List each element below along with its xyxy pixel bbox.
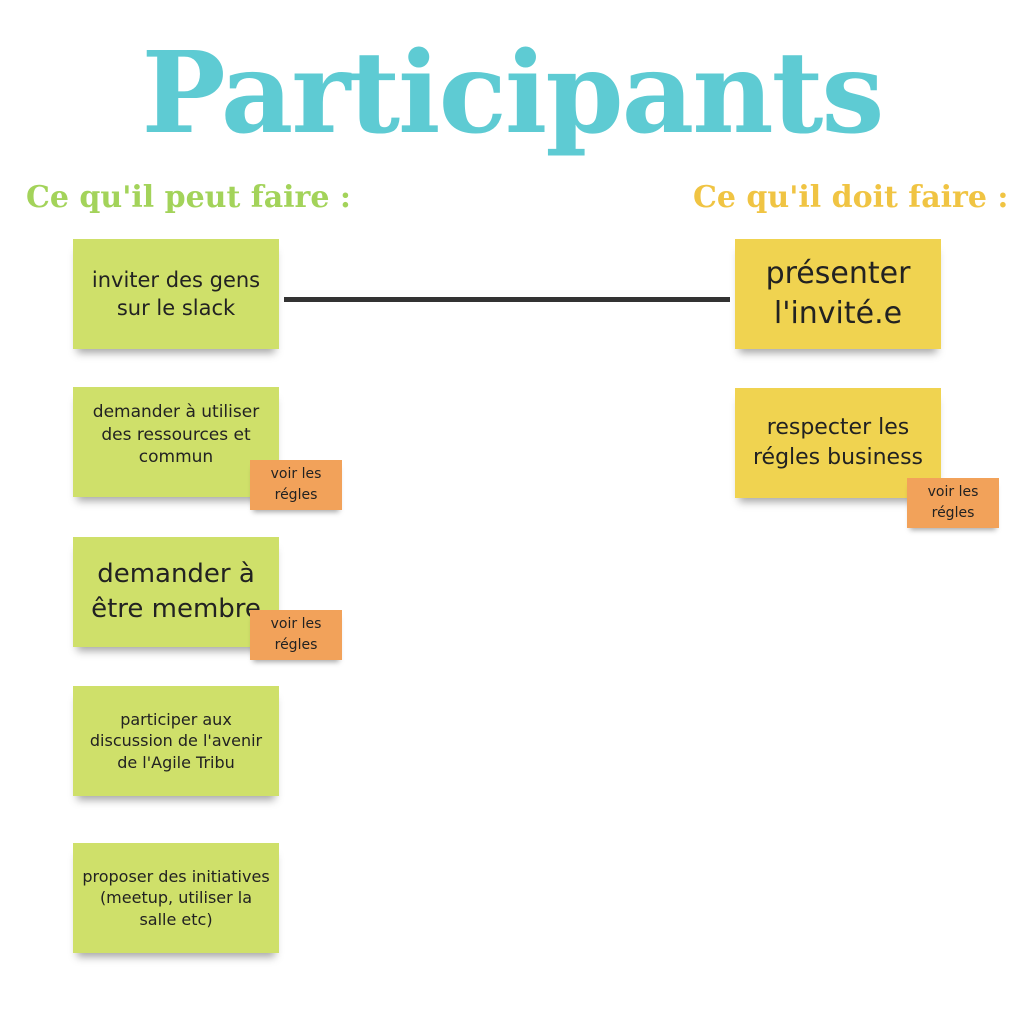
sticky-note[interactable]: participer aux discussion de l'avenir de… xyxy=(73,686,279,796)
rules-note[interactable]: voir les régles xyxy=(250,460,342,510)
sticky-note[interactable]: respecter les régles business xyxy=(735,388,941,498)
sticky-note[interactable]: inviter des gens sur le slack xyxy=(73,239,279,349)
rules-note[interactable]: voir les régles xyxy=(907,478,999,528)
sticky-note[interactable]: demander à être membre xyxy=(73,537,279,647)
rules-note[interactable]: voir les régles xyxy=(250,610,342,660)
sticky-note[interactable]: proposer des initiatives (meetup, utilis… xyxy=(73,843,279,953)
sticky-note[interactable]: présenter l'invité.e xyxy=(735,239,941,349)
right-heading: Ce qu'il doit faire : xyxy=(693,180,1009,215)
left-heading: Ce qu'il peut faire : xyxy=(26,180,351,215)
connector-line xyxy=(284,297,730,302)
sticky-note[interactable]: demander à utiliser des ressources et co… xyxy=(73,387,279,497)
page-title: Participants xyxy=(141,28,885,159)
